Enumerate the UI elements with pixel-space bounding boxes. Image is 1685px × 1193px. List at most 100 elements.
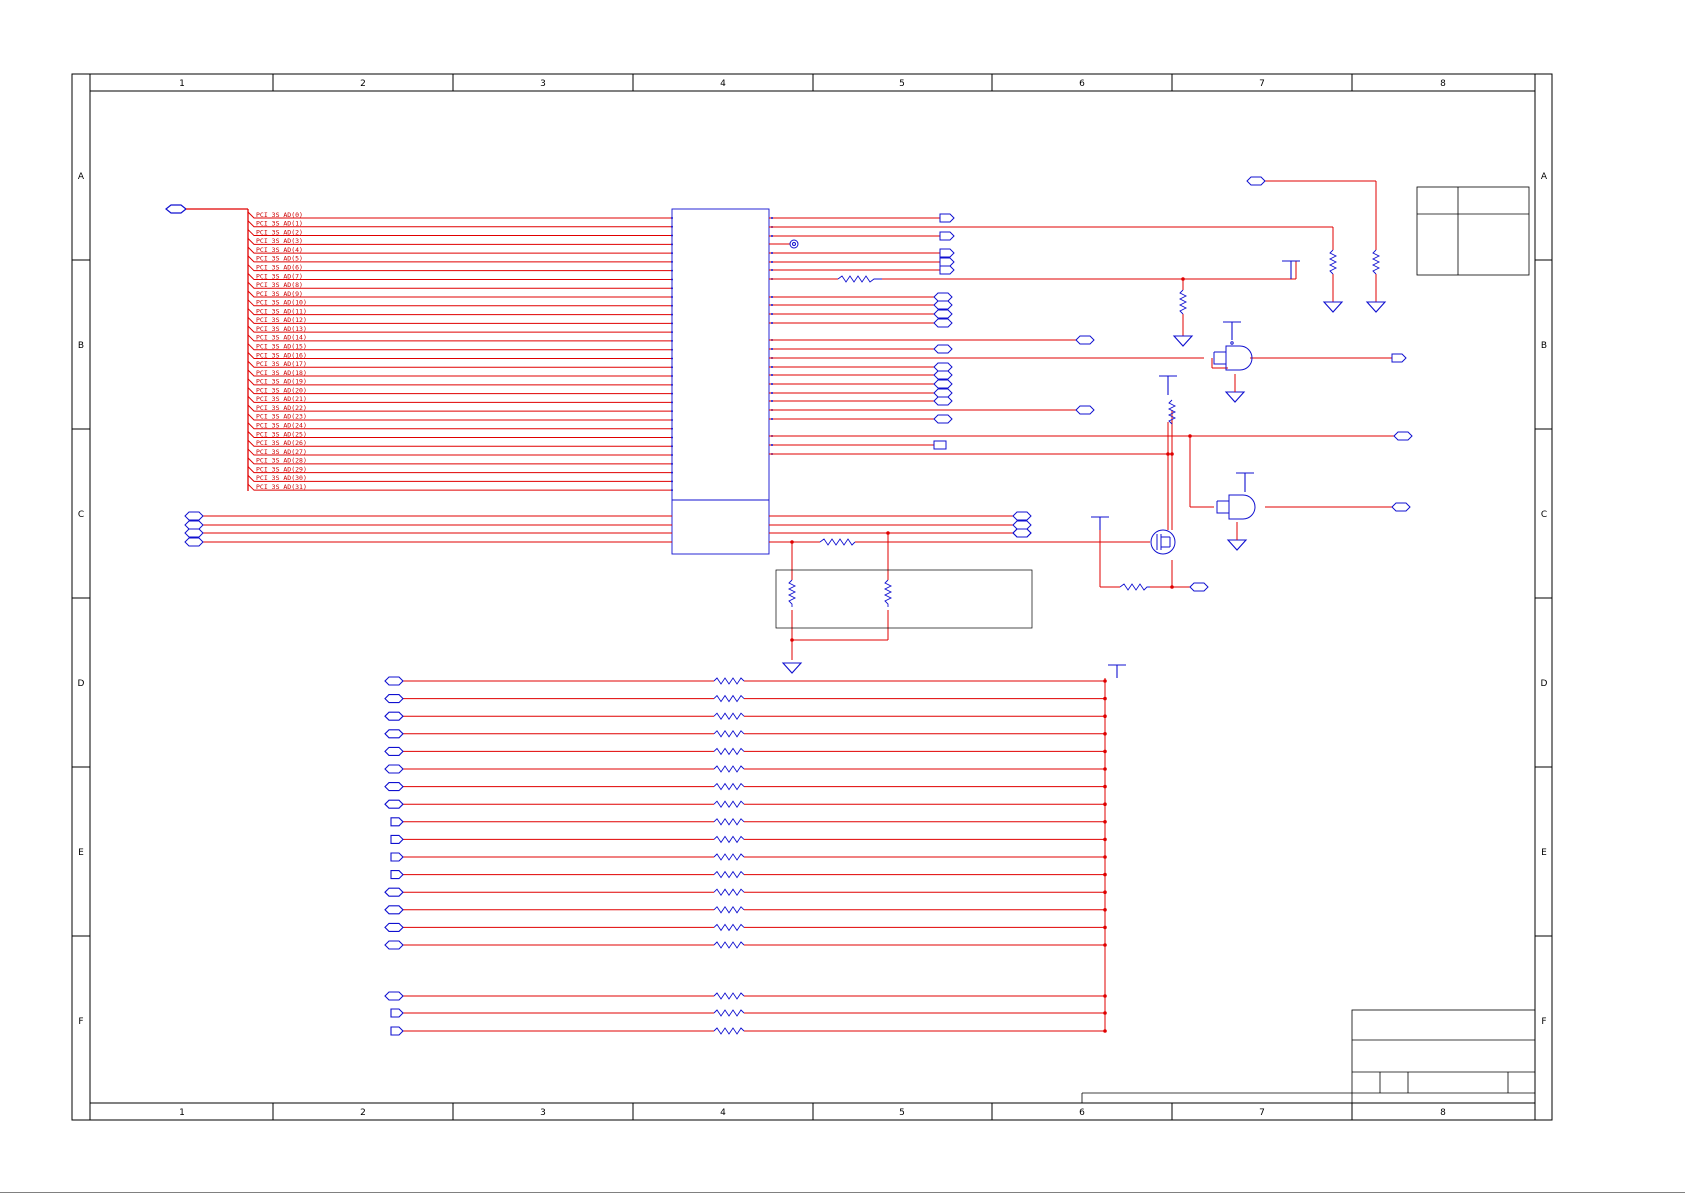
resistor-r8 bbox=[883, 579, 893, 607]
port-flag-icon bbox=[184, 537, 204, 547]
column-label-5: 5 bbox=[899, 1108, 905, 1118]
ic-pin bbox=[671, 489, 673, 492]
bus-net-label: PCI_3S_AD(20) bbox=[256, 386, 307, 394]
resistor-r4 bbox=[1371, 249, 1381, 275]
row-label-a: A bbox=[1541, 172, 1548, 182]
resistor-icon bbox=[713, 923, 745, 932]
bus-spine bbox=[186, 208, 249, 491]
bus-net-label: PCI_3S_AD(29) bbox=[256, 465, 307, 473]
port-flag-icon bbox=[933, 370, 953, 380]
port-flag-icon bbox=[1246, 176, 1266, 186]
ic-pin bbox=[671, 243, 673, 246]
row-labels-left: A B C D E F bbox=[78, 172, 85, 1027]
ic-pin bbox=[671, 401, 673, 404]
bus-wire bbox=[247, 404, 672, 412]
drawing-frame bbox=[71, 73, 1553, 1121]
ground-icon bbox=[1226, 539, 1248, 551]
bus-net-label: PCI_3S_AD(10) bbox=[256, 299, 307, 307]
port-flag-icon bbox=[384, 922, 404, 932]
port-flag-icon bbox=[384, 711, 404, 721]
row-label-d: D bbox=[1541, 679, 1548, 689]
bus-net-label: PCI_3S_AD(12) bbox=[256, 316, 307, 324]
power-icon bbox=[1091, 516, 1109, 530]
junction-dot bbox=[1170, 452, 1174, 456]
bus-net-label: PCI_3S_AD(19) bbox=[256, 378, 307, 386]
ic-pin bbox=[671, 418, 673, 421]
power-icon bbox=[1159, 375, 1177, 395]
resistor-icon bbox=[713, 765, 745, 773]
resistor-icon bbox=[713, 694, 745, 703]
row-label-f: F bbox=[1541, 1017, 1546, 1027]
port-flag-icon bbox=[384, 940, 404, 950]
column-labels-bottom: 1 2 3 4 5 6 7 8 bbox=[179, 1108, 1446, 1118]
port-flag-icon bbox=[933, 344, 953, 354]
bus-wire bbox=[247, 352, 672, 359]
bus-net-label: PCI_3S_AD(16) bbox=[256, 351, 307, 359]
bus-wire bbox=[247, 255, 672, 263]
resistor-icon bbox=[713, 712, 745, 721]
row-label-c: C bbox=[1541, 510, 1547, 520]
ic-pin bbox=[671, 410, 673, 413]
and-gate-icon bbox=[1225, 345, 1253, 371]
ic-pin bbox=[771, 366, 773, 368]
bus-net-label: PCI_3S_AD(14) bbox=[256, 334, 307, 342]
mosfet-icon bbox=[1150, 529, 1176, 555]
resistor-icon bbox=[713, 747, 745, 756]
power-icon bbox=[1223, 321, 1241, 340]
resistor-icon bbox=[713, 800, 745, 809]
port-flag-icon bbox=[933, 309, 953, 319]
bus-wire bbox=[247, 431, 672, 438]
ground-icon bbox=[1365, 301, 1387, 313]
annotation-box bbox=[775, 569, 1033, 629]
ground-icon bbox=[1172, 335, 1194, 347]
column-label-7: 7 bbox=[1259, 1108, 1265, 1118]
ic-pin bbox=[771, 304, 773, 306]
ic-pin bbox=[771, 296, 773, 298]
bus-wire bbox=[247, 220, 672, 228]
and-gate-upper bbox=[1213, 341, 1253, 371]
bus-wire bbox=[247, 246, 672, 254]
resistor-icon bbox=[713, 888, 745, 897]
bus-net-label: PCI_3S_AD(22) bbox=[256, 404, 307, 412]
ic-pin bbox=[771, 374, 773, 376]
ic-pin bbox=[671, 313, 673, 316]
bus-net-label: PCI_3S_AD(26) bbox=[256, 439, 307, 447]
ic-pin bbox=[671, 322, 673, 325]
ic-pin bbox=[671, 252, 673, 255]
ic-pin bbox=[671, 366, 673, 369]
port-flag-icon bbox=[939, 265, 955, 275]
ic-pin bbox=[771, 418, 773, 420]
ic-pin bbox=[671, 331, 673, 334]
row-labels-right: A B C D E F bbox=[1541, 172, 1548, 1027]
column-label-4: 4 bbox=[720, 1108, 726, 1118]
ic-pin bbox=[771, 235, 773, 237]
port-flag-icon bbox=[390, 1008, 404, 1018]
bus-net-label: PCI_3S_AD(8) bbox=[256, 281, 303, 289]
and-gate-lower bbox=[1216, 494, 1256, 520]
port-flag-icon bbox=[939, 213, 955, 223]
bus-net-label: PCI_3S_AD(31) bbox=[256, 483, 307, 491]
ic-pin bbox=[771, 400, 773, 402]
resistor-r9 bbox=[1119, 583, 1150, 591]
bus-wire bbox=[247, 281, 672, 289]
ic-pin bbox=[771, 217, 773, 219]
column-label-2: 2 bbox=[360, 79, 366, 89]
bus-wire bbox=[247, 466, 672, 474]
column-label-1: 1 bbox=[179, 79, 185, 89]
port-flag-icon bbox=[933, 292, 953, 302]
port-flag-icon bbox=[1012, 520, 1032, 530]
revision-table bbox=[1416, 186, 1530, 276]
bus-input-port bbox=[165, 204, 187, 214]
port-flag-icon bbox=[1393, 431, 1413, 441]
port-flag-icon bbox=[1075, 335, 1095, 345]
right-edge-ports bbox=[789, 176, 1413, 592]
port-flag-icon bbox=[384, 729, 404, 739]
ic-pin bbox=[771, 444, 773, 446]
port-flag-icon bbox=[384, 887, 404, 897]
bus-wire bbox=[247, 378, 672, 386]
ic-component bbox=[671, 208, 770, 555]
ic-pin bbox=[671, 217, 673, 219]
port-flag-icon bbox=[390, 834, 404, 844]
ic-pin bbox=[671, 269, 673, 272]
ic-pin bbox=[671, 454, 673, 457]
